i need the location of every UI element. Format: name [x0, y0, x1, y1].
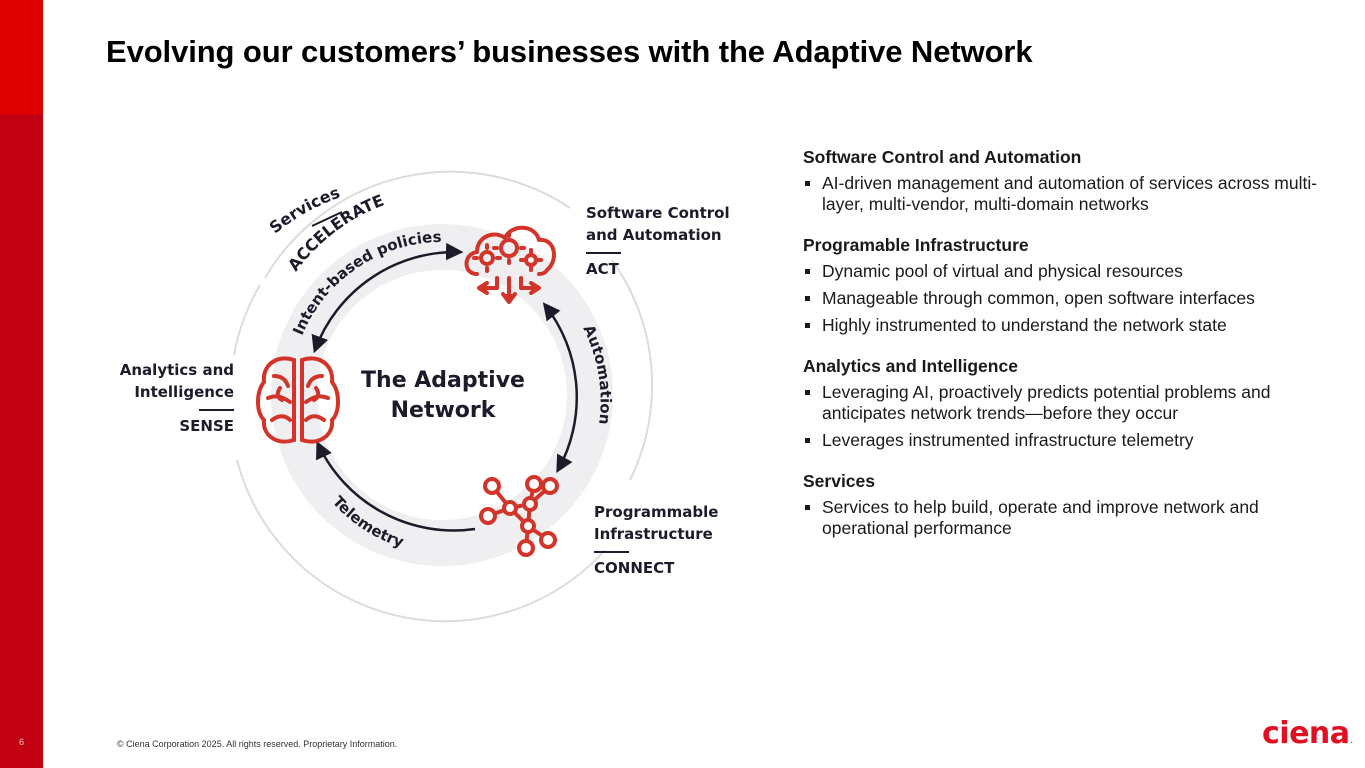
- node-connect-tag: CONNECT: [594, 559, 675, 577]
- center-title-line2: Network: [390, 398, 496, 423]
- outer-ring-bottom: [236, 459, 606, 623]
- node-connect-line2: Infrastructure: [594, 525, 713, 543]
- section-heading: Services: [803, 471, 876, 491]
- node-label-connect: Programmable Infrastructure CONNECT: [594, 501, 718, 579]
- sidebar-accent-top: [0, 0, 43, 114]
- brain-icon: [256, 356, 340, 444]
- node-act-divider: [586, 252, 621, 254]
- cloud-gears-icon: [464, 225, 556, 304]
- slide-title: Evolving our customers’ businesses with …: [106, 34, 1033, 69]
- bullet-item: Dynamic pool of virtual and physical res…: [803, 261, 1323, 282]
- bullet-item: Services to help build, operate and impr…: [803, 497, 1323, 539]
- bullet-item: Leveraging AI, proactively predicts pote…: [803, 382, 1323, 424]
- section-software-control: Software Control and Automation AI-drive…: [803, 146, 1323, 215]
- outer-ring-right: [611, 259, 654, 481]
- node-connect-line1: Programmable: [594, 503, 719, 521]
- sidebar-accent-bottom: [0, 114, 43, 768]
- bullet-item: Leverages instrumented infrastructure te…: [803, 430, 1323, 451]
- capabilities-list: Software Control and Automation AI-drive…: [803, 146, 1323, 558]
- arrow-intent-policies: [311, 242, 464, 354]
- ciena-logo: ciena.: [1262, 716, 1353, 751]
- node-label-sense: Analytics and Intelligence SENSE: [100, 359, 234, 437]
- section-heading: Analytics and Intelligence: [803, 356, 1018, 376]
- logo-dot: .: [1350, 738, 1353, 745]
- bullet-item: Highly instrumented to understand the ne…: [803, 315, 1323, 336]
- node-sense-tag: SENSE: [179, 417, 234, 435]
- services-divider: [311, 211, 343, 227]
- page-number: 6: [18, 737, 24, 747]
- section-heading: Programable Infrastructure: [803, 235, 1029, 255]
- node-act-line1: Software Control: [586, 204, 730, 222]
- logo-wordmark: ciena: [1262, 716, 1350, 751]
- arrow-telemetry: [316, 440, 476, 532]
- node-sense-line1: Analytics and: [119, 361, 234, 379]
- section-services: Services Services to help build, operate…: [803, 470, 1323, 539]
- node-act-tag: ACT: [586, 260, 619, 278]
- center-title-line1: The Adaptive: [361, 368, 525, 393]
- network-nodes-icon: [479, 475, 559, 557]
- diagram-graphic: Services ACCELERATE Intent-based policie…: [233, 170, 654, 623]
- node-sense-line2: Intelligence: [134, 383, 234, 401]
- outer-ring-left: [233, 284, 261, 356]
- adaptive-network-diagram: Services ACCELERATE Intent-based policie…: [100, 160, 760, 630]
- outer-ring-top: [264, 170, 571, 279]
- node-act-line2: and Automation: [586, 226, 722, 244]
- node-label-act: Software Control and Automation ACT: [586, 202, 730, 280]
- diagram-center-title: The Adaptive Network: [330, 366, 556, 426]
- section-heading: Software Control and Automation: [803, 147, 1082, 167]
- node-sense-divider: [199, 409, 234, 411]
- arrow-automation: [542, 302, 579, 474]
- section-analytics-intelligence: Analytics and Intelligence Leveraging AI…: [803, 355, 1323, 451]
- bullet-item: Manageable through common, open software…: [803, 288, 1323, 309]
- node-connect-divider: [594, 551, 629, 553]
- section-programmable-infrastructure: Programable Infrastructure Dynamic pool …: [803, 234, 1323, 336]
- copyright-footer: © Ciena Corporation 2025. All rights res…: [117, 739, 398, 749]
- bullet-item: AI-driven management and automation of s…: [803, 173, 1323, 215]
